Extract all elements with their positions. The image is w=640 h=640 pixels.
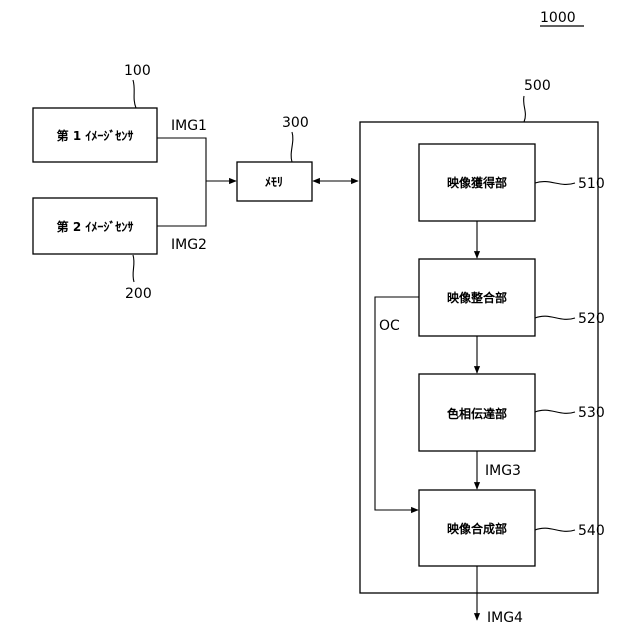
color-transfer-ref: 530 — [578, 405, 605, 421]
img1-wire — [157, 138, 206, 181]
img2-signal-label: IMG2 — [171, 237, 207, 253]
image-sensor-2: 第 2 ｲﾒｰｼﾞｾﾝｻ — [33, 198, 157, 254]
image-alignment-label: 映像整合部 — [447, 290, 507, 305]
image-acquisition-unit: 映像獲得部 — [419, 144, 535, 221]
color-transfer-unit: 色相伝達部 — [419, 374, 535, 451]
memory-leader — [291, 132, 293, 162]
image-sensor-2-leader — [133, 255, 134, 282]
memory-label: ﾒﾓﾘ — [265, 175, 283, 189]
image-synthesis-ref: 540 — [578, 523, 605, 539]
image-alignment-unit: 映像整合部 — [419, 259, 535, 336]
image-sensor-2-ref: 200 — [125, 286, 152, 302]
image-sensor-1-leader — [133, 80, 136, 108]
image-synthesis-label: 映像合成部 — [447, 521, 507, 536]
image-sensor-1: 第 1 ｲﾒｰｼﾞｾﾝｻ — [33, 108, 157, 162]
img4-signal-label: IMG4 — [487, 610, 523, 626]
image-sensor-1-label: 第 1 ｲﾒｰｼﾞｾﾝｻ — [57, 128, 134, 143]
color-transfer-label: 色相伝達部 — [447, 406, 507, 421]
processor-ref: 500 — [524, 78, 551, 94]
img1-signal-label: IMG1 — [171, 118, 207, 134]
oc-signal-label: OC — [379, 318, 400, 334]
memory-block: ﾒﾓﾘ — [237, 162, 312, 201]
image-alignment-ref: 520 — [578, 311, 605, 327]
img3-signal-label: IMG3 — [485, 463, 521, 479]
image-sensor-2-label: 第 2 ｲﾒｰｼﾞｾﾝｻ — [57, 219, 134, 234]
memory-ref: 300 — [282, 115, 309, 131]
figure-number: 1000 — [540, 10, 576, 26]
image-acquisition-ref: 510 — [578, 176, 605, 192]
img2-wire — [157, 181, 206, 226]
image-synthesis-unit: 映像合成部 — [419, 490, 535, 566]
processor-leader — [524, 96, 526, 122]
image-sensor-1-ref: 100 — [124, 63, 151, 79]
image-acquisition-label: 映像獲得部 — [447, 175, 507, 190]
